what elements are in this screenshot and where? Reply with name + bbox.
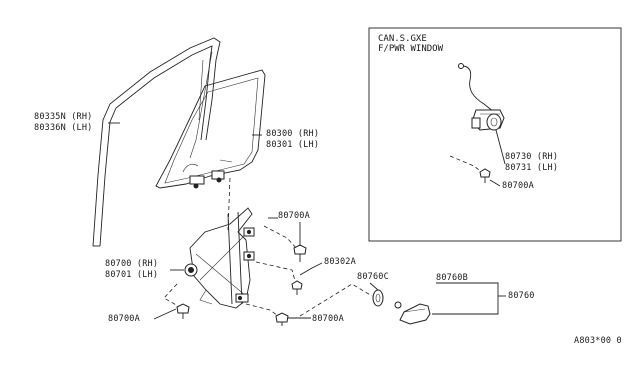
diagram-code: A803*00 0 [574,336,622,346]
callout-bolt-lower-right: 80700A [312,314,344,324]
callout-motor-lh: 80731 (LH) [505,163,559,173]
handle-escutcheon-80760b [394,301,402,309]
handle-80760 [399,303,431,325]
window-regulator [184,207,255,309]
inset-title-model: CAN.S.GXE [378,34,427,44]
power-window-motor [458,63,505,183]
callout-glass-rh: 80300 (RH) [266,129,320,139]
bolt-80700a-upper [293,222,307,262]
handle-washer-80760c [372,289,384,307]
leader-lines [108,122,506,320]
callout-run-channel-rh: 80335N (RH) [34,112,93,122]
door-glass [155,69,266,189]
callout-bolt-lower-left: 80700A [108,314,140,324]
callout-regulator-lh: 80701 (LH) [105,270,159,280]
screw-80302a [291,280,303,295]
callout-screw: 80302A [324,257,356,267]
run-channel [92,37,221,247]
callout-handle-escutcheon: 80760B [436,273,468,283]
callout-motor-rh: 80730 (RH) [505,152,559,162]
inset-frame [368,27,622,242]
callout-regulator-rh: 80700 (RH) [105,259,159,269]
bolt-80700a-lower-left [176,303,190,319]
callout-run-channel-lh: 80336N (LH) [34,123,93,133]
callout-bolt-upper: 80700A [278,211,310,221]
callout-handle-washer: 80760C [357,272,389,282]
callout-handle-assy: 80760 [508,291,535,301]
inset-title-option: F/PWR WINDOW [378,44,444,54]
bolt-80700a-lower-right [275,312,289,326]
callout-bolt-inset: 80700A [502,181,534,191]
callout-glass-lh: 80301 (LH) [266,140,320,150]
